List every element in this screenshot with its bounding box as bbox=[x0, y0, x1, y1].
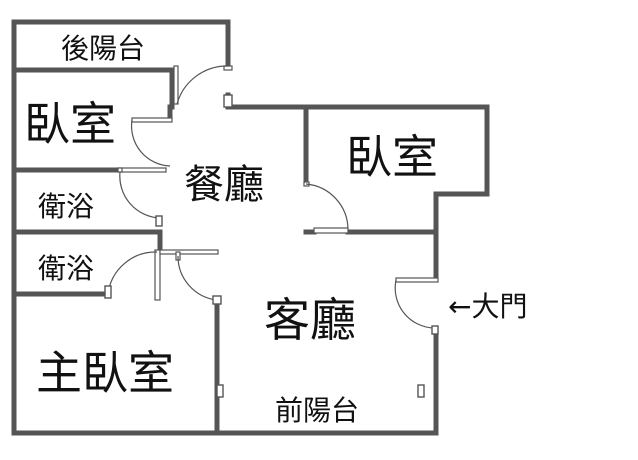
door-bedroom-top-left bbox=[117, 117, 173, 173]
label-front-balcony: 前陽台 bbox=[275, 394, 359, 427]
label-bedroom-right: 臥室 bbox=[346, 130, 438, 184]
label-bathroom-lower: 衛浴 bbox=[38, 252, 94, 285]
door-master-bedroom bbox=[159, 249, 222, 305]
doors bbox=[104, 65, 439, 398]
door-bath-upper bbox=[117, 167, 163, 227]
door-bath-lower bbox=[104, 249, 161, 301]
label-rear-balcony: 後陽台 bbox=[61, 32, 145, 65]
label-bathroom-upper: 衛浴 bbox=[38, 190, 94, 223]
label-dining-room: 餐廳 bbox=[184, 162, 264, 208]
front-balcony-jamb-right bbox=[417, 384, 425, 398]
front-balcony-jamb-left bbox=[216, 384, 224, 398]
room-labels: 後陽台 臥室 餐廳 臥室 衛浴 衛浴 客廳 主臥室 前陽台 ←大門 bbox=[24, 32, 527, 427]
door-rear-balcony bbox=[173, 65, 233, 108]
label-living-room: 客廳 bbox=[264, 293, 356, 347]
label-master-bedroom: 主臥室 bbox=[36, 346, 174, 400]
walls bbox=[11, 19, 490, 436]
door-bedroom-right bbox=[303, 181, 349, 234]
door-main-entrance bbox=[394, 277, 439, 335]
label-bedroom-top-left: 臥室 bbox=[24, 97, 116, 151]
label-main-entrance: ←大門 bbox=[448, 290, 527, 323]
